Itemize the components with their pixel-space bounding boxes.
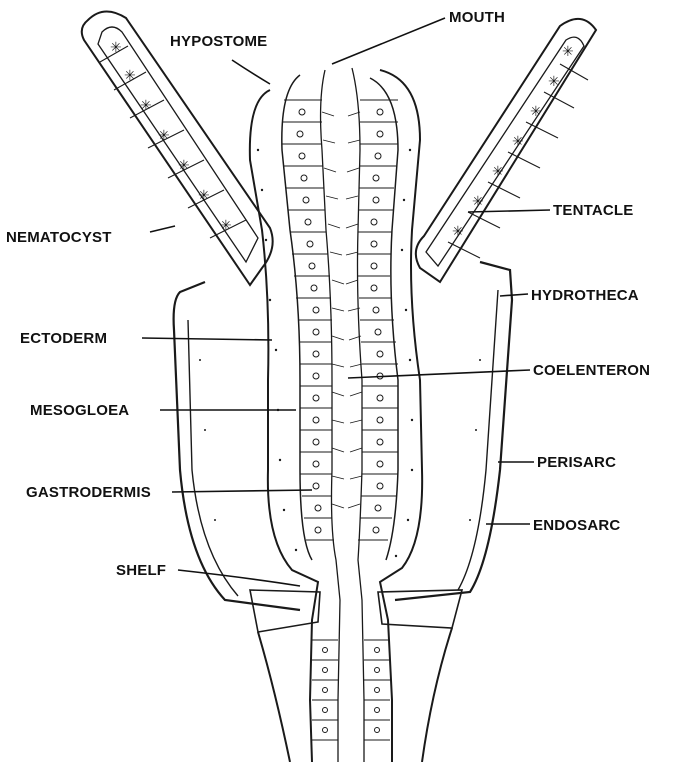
hypostome-leader: [232, 60, 270, 84]
label-tentacle: TENTACLE: [553, 202, 633, 219]
svg-text:✳: ✳: [140, 98, 152, 114]
leader-lines: [142, 18, 550, 586]
label-coelenteron: COELENTERON: [533, 362, 650, 379]
coelenteron-leader: [348, 370, 530, 378]
right-gastrodermis-cells: [358, 100, 398, 540]
stem-cells: [312, 640, 390, 740]
ectoderm-leader: [142, 338, 272, 340]
svg-text:✳: ✳: [124, 68, 136, 84]
svg-text:✳: ✳: [512, 134, 524, 150]
label-gastrodermis: GASTRODERMIS: [26, 484, 151, 501]
svg-text:✳: ✳: [110, 40, 122, 56]
svg-text:✳: ✳: [178, 158, 190, 174]
svg-text:✳: ✳: [492, 164, 504, 180]
nematocyst-leader: [150, 226, 175, 232]
right-tentacle: ✳ ✳ ✳ ✳ ✳ ✳ ✳: [416, 19, 596, 282]
svg-text:✳: ✳: [548, 74, 560, 90]
label-ectoderm: ECTODERM: [20, 330, 107, 347]
mouth-leader: [332, 18, 445, 64]
hydrotheca-leader: [500, 294, 528, 296]
svg-text:✳: ✳: [158, 128, 170, 144]
left-gastrodermis-cells: [282, 100, 334, 540]
tentacle-leader: [468, 210, 550, 212]
body-wall: [250, 68, 422, 762]
svg-text:✳: ✳: [198, 188, 210, 204]
label-endosarc: ENDOSARC: [533, 517, 620, 534]
shelf-leader: [178, 570, 300, 586]
svg-text:✳: ✳: [472, 194, 484, 210]
svg-text:✳: ✳: [530, 104, 542, 120]
svg-text:✳: ✳: [562, 44, 574, 60]
label-hypostome: HYPOSTOME: [170, 33, 267, 50]
label-mouth: MOUTH: [449, 9, 505, 26]
flagella: [322, 112, 362, 508]
label-nematocyst: NEMATOCYST: [6, 229, 112, 246]
label-hydrotheca: HYDROTHECA: [531, 287, 639, 304]
label-shelf: SHELF: [116, 562, 166, 579]
svg-text:✳: ✳: [452, 224, 464, 240]
ectoderm-speckles: [199, 149, 481, 557]
gastrodermis-leader: [172, 490, 312, 492]
labels: MOUTH HYPOSTOME TENTACLE NEMATOCYST HYDR…: [6, 9, 650, 579]
label-mesogloea: MESOGLOEA: [30, 402, 129, 419]
hydrotheca-cup: [174, 262, 512, 762]
svg-text:✳: ✳: [220, 218, 232, 234]
label-perisarc: PERISARC: [537, 454, 616, 471]
